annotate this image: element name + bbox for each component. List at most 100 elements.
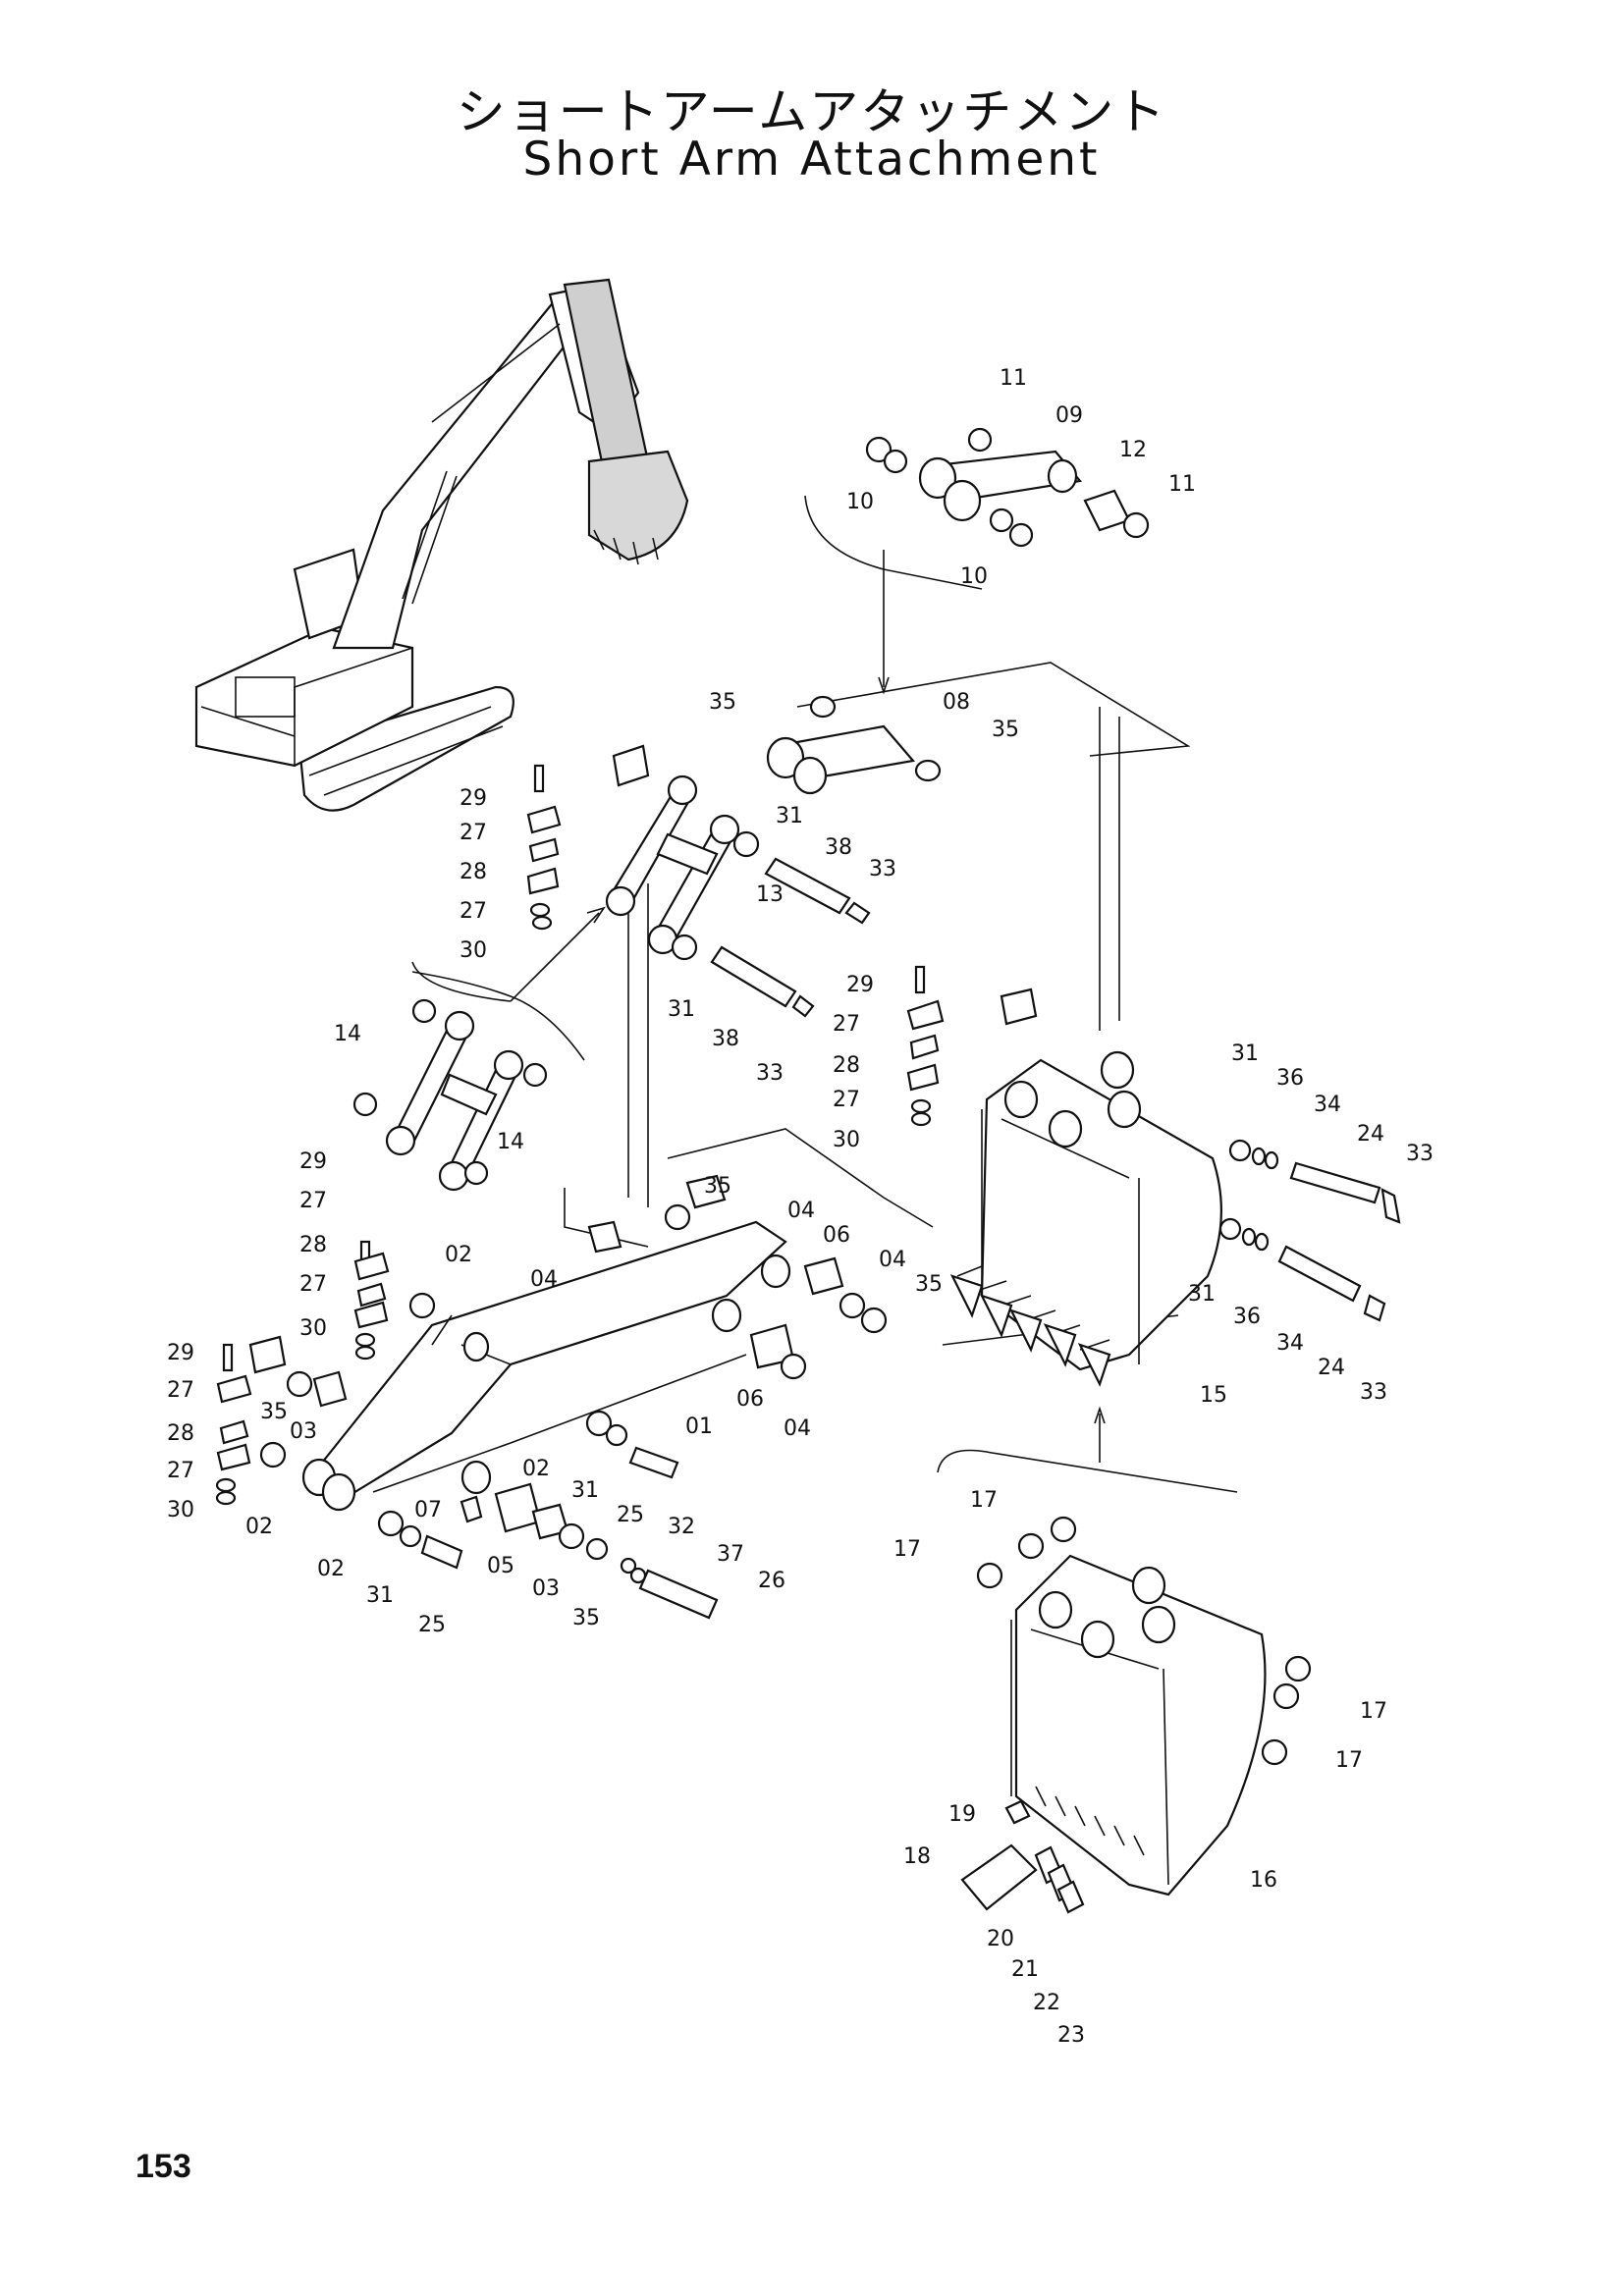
part-label-17: 17 bbox=[1360, 1699, 1387, 1724]
part-label-37: 37 bbox=[717, 1542, 744, 1567]
part-label-02: 02 bbox=[522, 1457, 550, 1481]
part-label-35: 35 bbox=[572, 1606, 600, 1630]
part-label-36: 36 bbox=[1276, 1066, 1304, 1091]
part-label-38: 38 bbox=[825, 835, 852, 860]
part-label-36: 36 bbox=[1233, 1305, 1261, 1329]
part-label-15: 15 bbox=[1200, 1383, 1227, 1408]
part-label-29: 29 bbox=[299, 1149, 327, 1174]
part-label-17: 17 bbox=[893, 1537, 921, 1562]
part-label-33: 33 bbox=[756, 1061, 784, 1086]
part-label-28: 28 bbox=[299, 1233, 327, 1257]
part-label-04: 04 bbox=[787, 1199, 815, 1223]
part-label-27: 27 bbox=[833, 1012, 860, 1037]
part-label-27: 27 bbox=[460, 899, 487, 924]
part-label-20: 20 bbox=[987, 1927, 1014, 1951]
part-label-17: 17 bbox=[1335, 1748, 1363, 1773]
part-label-04: 04 bbox=[879, 1248, 906, 1272]
part-label-30: 30 bbox=[299, 1316, 327, 1341]
part-label-10: 10 bbox=[960, 564, 988, 589]
part-label-08: 08 bbox=[943, 690, 970, 715]
part-label-27: 27 bbox=[833, 1088, 860, 1112]
part-label-38: 38 bbox=[712, 1027, 739, 1051]
part-label-35: 35 bbox=[260, 1400, 288, 1424]
arm-01 bbox=[301, 1220, 791, 1512]
part-label-04: 04 bbox=[784, 1416, 811, 1441]
part-label-02: 02 bbox=[245, 1515, 273, 1539]
part-label-33: 33 bbox=[869, 857, 896, 881]
page-title-english: Short Arm Attachment bbox=[522, 133, 1101, 187]
link-09-assembly bbox=[865, 427, 1150, 548]
part-label-02: 02 bbox=[317, 1557, 345, 1581]
part-label-27: 27 bbox=[299, 1272, 327, 1297]
part-label-33: 33 bbox=[1406, 1142, 1434, 1166]
part-label-17: 17 bbox=[970, 1488, 998, 1513]
part-label-05: 05 bbox=[487, 1554, 514, 1578]
part-label-29: 29 bbox=[460, 786, 487, 811]
part-label-35: 35 bbox=[704, 1174, 731, 1199]
part-label-14: 14 bbox=[497, 1130, 524, 1154]
part-label-03: 03 bbox=[290, 1419, 317, 1444]
part-label-31: 31 bbox=[366, 1583, 394, 1608]
part-label-30: 30 bbox=[167, 1498, 194, 1522]
part-label-21: 21 bbox=[1011, 1957, 1039, 1982]
hardware-stack-left-middle bbox=[353, 1240, 390, 1361]
part-label-27: 27 bbox=[167, 1378, 194, 1403]
assembly-leader-lines bbox=[411, 495, 1238, 1493]
page-number: 153 bbox=[135, 2148, 191, 2185]
part-label-30: 30 bbox=[460, 938, 487, 963]
part-label-22: 22 bbox=[1033, 1991, 1060, 2015]
part-number-labels: 11 09 12 11 10 10 35 08 35 29 27 28 27 30 31 38 33 13 31 38… bbox=[167, 366, 1434, 2048]
part-label-19: 19 bbox=[948, 1802, 976, 1827]
part-label-24: 24 bbox=[1357, 1122, 1384, 1147]
part-label-25: 25 bbox=[418, 1613, 446, 1637]
bucket-16 bbox=[976, 1516, 1312, 1896]
part-label-34: 34 bbox=[1276, 1331, 1304, 1356]
part-label-31: 31 bbox=[1231, 1041, 1259, 1066]
part-label-06: 06 bbox=[823, 1223, 850, 1248]
part-label-27: 27 bbox=[167, 1459, 194, 1483]
part-label-31: 31 bbox=[571, 1478, 599, 1503]
part-label-12: 12 bbox=[1119, 438, 1147, 462]
hardware-stack-right bbox=[906, 965, 1038, 1127]
part-label-24: 24 bbox=[1318, 1356, 1345, 1380]
part-label-23: 23 bbox=[1057, 2023, 1085, 2048]
part-label-29: 29 bbox=[846, 973, 874, 997]
part-label-13: 13 bbox=[756, 882, 784, 907]
part-label-35: 35 bbox=[915, 1272, 943, 1297]
link-13-assembly bbox=[605, 744, 871, 1018]
link-08-assembly bbox=[766, 695, 942, 795]
part-label-11: 11 bbox=[1168, 472, 1196, 497]
part-label-28: 28 bbox=[833, 1053, 860, 1078]
part-label-10: 10 bbox=[846, 490, 874, 514]
part-label-33: 33 bbox=[1360, 1380, 1387, 1405]
part-label-26: 26 bbox=[758, 1569, 785, 1593]
part-label-34: 34 bbox=[1314, 1093, 1341, 1117]
part-label-11: 11 bbox=[1000, 366, 1027, 391]
part-label-28: 28 bbox=[167, 1421, 194, 1446]
hardware-stack-left-lower bbox=[215, 1335, 287, 1506]
part-label-14: 14 bbox=[334, 1022, 361, 1046]
part-label-30: 30 bbox=[833, 1128, 860, 1152]
arm-bushings-and-pins bbox=[259, 1174, 888, 1620]
page-title-japanese: ショートアームアタッチメント bbox=[456, 83, 1167, 140]
bucket-15 bbox=[949, 1050, 1401, 1387]
part-label-02: 02 bbox=[445, 1243, 472, 1267]
tooth-assembly bbox=[960, 1799, 1085, 1914]
part-label-35: 35 bbox=[709, 690, 736, 715]
part-label-16: 16 bbox=[1250, 1868, 1277, 1893]
part-label-35: 35 bbox=[992, 718, 1019, 742]
part-label-07: 07 bbox=[414, 1498, 442, 1522]
part-label-27: 27 bbox=[460, 821, 487, 845]
part-label-25: 25 bbox=[617, 1503, 644, 1527]
part-label-18: 18 bbox=[903, 1844, 931, 1869]
link-14-assembly bbox=[352, 971, 585, 1192]
part-label-28: 28 bbox=[460, 860, 487, 884]
part-label-32: 32 bbox=[668, 1515, 695, 1539]
excavator-illustration bbox=[194, 278, 689, 812]
part-label-27: 27 bbox=[299, 1189, 327, 1213]
part-label-31: 31 bbox=[776, 804, 803, 828]
part-label-09: 09 bbox=[1055, 403, 1083, 428]
hardware-stack-left-upper bbox=[526, 764, 562, 931]
part-label-03: 03 bbox=[532, 1576, 560, 1601]
